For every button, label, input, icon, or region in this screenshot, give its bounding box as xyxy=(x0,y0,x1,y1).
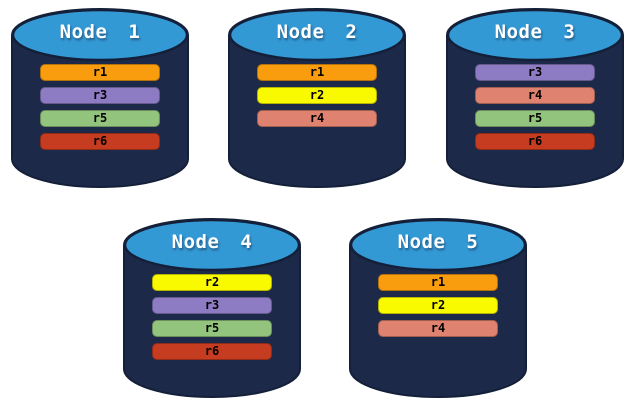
replica-bar-r5: r5 xyxy=(40,110,160,127)
cylinder-top-ellipse xyxy=(228,8,406,62)
database-node: Node 4 r2 r3 r5 r6 xyxy=(122,215,302,401)
cylinder-top-ellipse xyxy=(11,8,189,62)
database-node: Node 5 r1 r2 r4 xyxy=(348,215,528,401)
replica-bar-r5: r5 xyxy=(152,320,272,337)
replica-list: r3 r4 r5 r6 xyxy=(475,64,595,156)
database-node: Node 3 r3 r4 r5 r6 xyxy=(445,5,625,191)
database-node: Node 2 r1 r2 r4 xyxy=(227,5,407,191)
cylinder-top-ellipse xyxy=(123,218,301,272)
replica-bar-r4: r4 xyxy=(257,110,377,127)
node-label: Node 4 xyxy=(171,231,253,253)
replica-bar-r4: r4 xyxy=(475,87,595,104)
replica-bar-r6: r6 xyxy=(475,133,595,150)
node-label: Node 3 xyxy=(494,21,576,43)
replica-bar-r1: r1 xyxy=(40,64,160,81)
replica-bar-r5: r5 xyxy=(475,110,595,127)
replica-list: r1 r3 r5 r6 xyxy=(40,64,160,156)
replica-bar-r2: r2 xyxy=(378,297,498,314)
node-label: Node 5 xyxy=(397,231,479,253)
node-label: Node 1 xyxy=(59,21,141,43)
replica-bar-r3: r3 xyxy=(152,297,272,314)
replica-bar-r3: r3 xyxy=(40,87,160,104)
replica-bar-r1: r1 xyxy=(378,274,498,291)
replica-bar-r3: r3 xyxy=(475,64,595,81)
replica-bar-r4: r4 xyxy=(378,320,498,337)
replica-list: r1 r2 r4 xyxy=(257,64,377,133)
replica-bar-r1: r1 xyxy=(257,64,377,81)
cylinder-top-ellipse xyxy=(446,8,624,62)
replica-list: r1 r2 r4 xyxy=(378,274,498,343)
replica-bar-r6: r6 xyxy=(152,343,272,360)
replica-list: r2 r3 r5 r6 xyxy=(152,274,272,366)
replica-bar-r6: r6 xyxy=(40,133,160,150)
cylinder-top-ellipse xyxy=(349,218,527,272)
replica-bar-r2: r2 xyxy=(152,274,272,291)
database-node: Node 1 r1 r3 r5 r6 xyxy=(10,5,190,191)
replica-bar-r2: r2 xyxy=(257,87,377,104)
node-label: Node 2 xyxy=(276,21,358,43)
